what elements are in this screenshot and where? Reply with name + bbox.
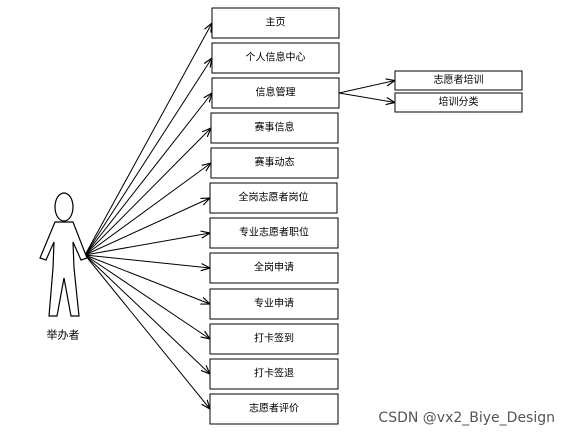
edge-actor-to-home <box>84 23 212 256</box>
edge-actor-to-clock-in <box>84 254 210 339</box>
function-box-professional-application-label: 专业申请 <box>254 297 294 310</box>
function-box-clock-out-border <box>209 358 339 390</box>
function-box-professional-application-border <box>209 288 339 320</box>
function-box-general-volunteer-post-border <box>209 182 338 214</box>
edge-actor-to-clock-out <box>84 254 210 374</box>
function-box-home: 主页 <box>211 7 340 39</box>
function-box-professional-application: 专业申请 <box>209 288 339 320</box>
sub-function-box-training-category-label: 培训分类 <box>439 95 479 108</box>
function-box-home-border <box>211 7 340 39</box>
sub-function-box-training-category: 培训分类 <box>394 92 523 113</box>
actor-body <box>39 221 88 317</box>
function-box-info-management: 信息管理 <box>211 77 340 109</box>
function-box-general-application-border <box>209 252 339 284</box>
function-box-event-news-label: 赛事动态 <box>255 156 295 169</box>
function-box-general-application-label: 全岗申请 <box>254 261 294 274</box>
function-box-info-management-border <box>211 77 340 109</box>
sub-function-box-volunteer-training-border <box>394 70 523 91</box>
actor-label: 举办者 <box>47 328 80 342</box>
function-box-clock-out: 打卡签退 <box>209 358 339 390</box>
function-box-personal-info-center: 个人信息中心 <box>211 42 340 74</box>
function-box-general-volunteer-post-label: 全岗志愿者岗位 <box>239 191 309 204</box>
sub-function-box-volunteer-training-label: 志愿者培训 <box>434 73 484 86</box>
function-box-personal-info-center-label: 个人信息中心 <box>246 51 306 64</box>
edge-actor-to-volunteer-evaluation <box>84 254 210 409</box>
function-box-professional-volunteer-post: 专业志愿者职位 <box>209 217 339 249</box>
edge-info-management-to-volunteer-training <box>338 81 395 94</box>
function-box-event-info-label: 赛事信息 <box>255 121 295 134</box>
edge-actor-to-event-news <box>84 163 211 256</box>
function-box-clock-in-label: 打卡签到 <box>254 332 294 345</box>
function-box-volunteer-evaluation: 志愿者评价 <box>209 393 339 425</box>
function-box-clock-in: 打卡签到 <box>209 323 339 355</box>
function-box-professional-volunteer-post-border <box>209 217 339 249</box>
function-box-home-label: 主页 <box>266 17 286 29</box>
actor-organizer: 举办者 <box>39 192 88 342</box>
edge-actor-to-personal-info-center <box>84 58 212 256</box>
edge-actor-to-professional-application <box>84 254 210 304</box>
function-box-event-news-border <box>210 147 339 179</box>
edge-actor-to-general-application <box>84 254 210 268</box>
sub-function-box-training-category-border <box>394 92 523 113</box>
edge-actor-to-event-info <box>84 128 211 256</box>
actor-head <box>54 192 74 222</box>
function-box-event-info-border <box>210 112 339 144</box>
edge-actor-to-professional-volunteer-post <box>84 233 210 256</box>
function-box-general-volunteer-post: 全岗志愿者岗位 <box>209 182 338 214</box>
watermark: CSDN @vx2_Biye_Design <box>378 410 555 426</box>
edge-info-management-to-training-category <box>338 92 395 103</box>
sub-function-box-volunteer-training: 志愿者培训 <box>394 70 523 91</box>
edge-actor-to-info-management <box>84 93 212 256</box>
function-box-event-info: 赛事信息 <box>210 112 339 144</box>
function-box-professional-volunteer-post-label: 专业志愿者职位 <box>239 226 309 239</box>
function-box-clock-in-border <box>209 323 339 355</box>
function-box-volunteer-evaluation-border <box>209 393 339 425</box>
function-box-volunteer-evaluation-label: 志愿者评价 <box>249 402 299 415</box>
function-box-personal-info-center-border <box>211 42 340 74</box>
edge-actor-to-general-volunteer-post <box>84 198 210 256</box>
function-box-clock-out-label: 打卡签退 <box>254 367 294 380</box>
function-box-general-application: 全岗申请 <box>209 252 339 284</box>
association-lines <box>84 23 395 409</box>
function-boxes: 主页个人信息中心信息管理赛事信息赛事动态全岗志愿者岗位专业志愿者职位全岗申请专业… <box>209 7 340 425</box>
function-box-event-news: 赛事动态 <box>210 147 339 179</box>
function-box-info-management-label: 信息管理 <box>256 86 296 99</box>
